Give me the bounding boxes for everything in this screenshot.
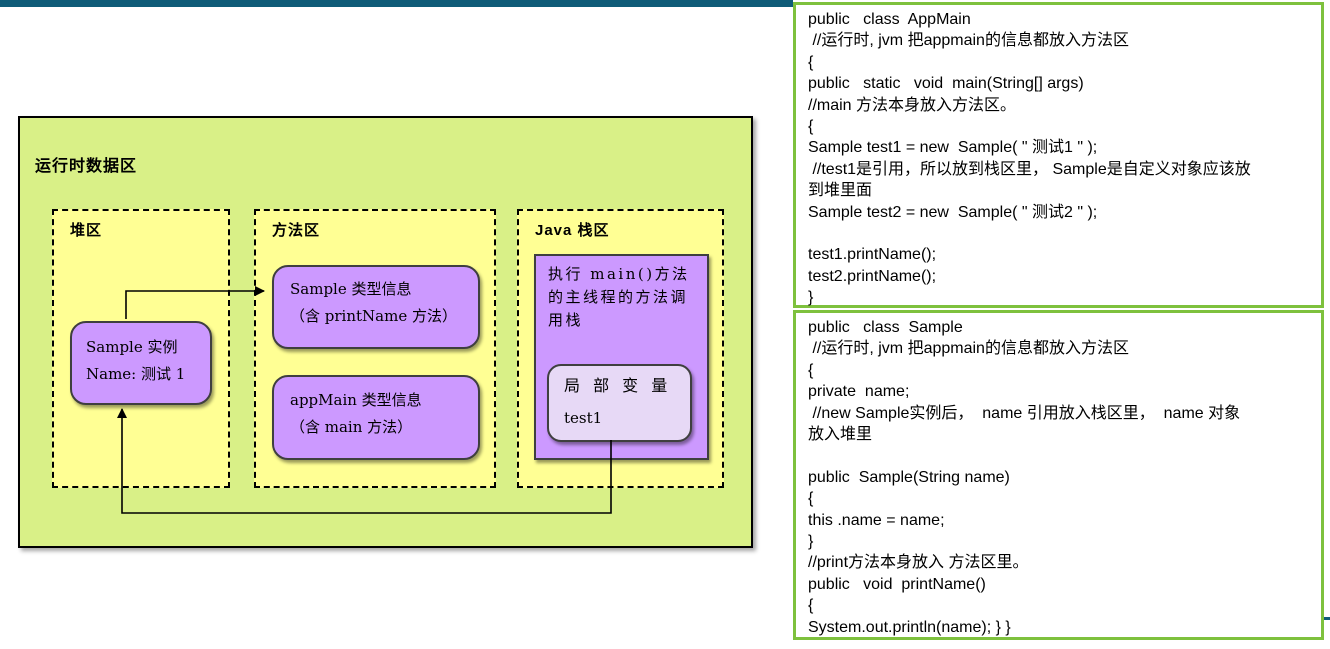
sample-instance-box: Sample 实例 Name: 测试 1 [70,321,212,405]
code-line: //运行时, jvm 把appmain的信息都放入方法区 [808,340,1129,358]
code-line: Sample test1 = new Sample( " 测试1 " ); [808,139,1098,157]
code-line: { [808,597,814,615]
code-line: public Sample(String name) [808,468,1010,486]
heap-area-label: 堆区 [70,222,103,239]
sample-type-info-box: Sample 类型信息 （含 printName 方法） [272,265,480,349]
local-variables-value: test1 [564,409,603,427]
teal-line-fragment [1324,617,1330,620]
main-thread-stack-text: 执行 main()方法的主线程的方法调用栈 [548,265,690,329]
code-line: public void printName() [808,575,986,593]
runtime-data-area-diagram: 运行时数据区 堆区 方法区 Java 栈区 Sample 实例 Name: 测试… [18,116,753,548]
code-line [808,445,1309,466]
code-line: 放入堆里 [808,426,873,444]
code-line: private name; [808,383,910,401]
code-line: //print方法本身放入 方法区里。 [808,554,1029,572]
code-line: //new Sample实例后， name 引用放入栈区里， name 对象 [808,404,1241,422]
local-variables-box: 局 部 变 量 test1 [547,364,692,442]
code-block-sample: public class Sample //运行时, jvm 把appmain的… [793,310,1324,640]
code-line [808,223,1309,244]
code-line: { [808,118,814,136]
code-line: { [808,53,814,71]
code-line: public class Sample [808,319,963,336]
code-line: Sample test2 = new Sample( " 测试2 " ); [808,203,1098,221]
code-line: test2.printName(); [808,267,937,285]
local-variables-title: 局 部 变 量 [564,376,672,395]
code-line: //main 方法本身放入方法区。 [808,96,1017,114]
code-line: } [808,533,814,551]
window-top-bar [0,0,793,7]
appmain-type-info-box: appMain 类型信息 （含 main 方法） [272,375,480,460]
code-line: public static void main(String[] args) [808,75,1084,93]
appmain-type-line1: appMain 类型信息 [290,391,422,409]
sample-type-line2: （含 printName 方法） [290,307,457,325]
code-line: public class AppMain [808,11,971,28]
code-line: } [808,289,814,307]
code-line: 到堆里面 [808,182,873,200]
appmain-type-line2: （含 main 方法） [290,418,413,436]
code-line: System.out.println(name); } } [808,618,1011,636]
code-line: { [808,361,814,379]
sample-instance-line1: Sample 实例 [86,338,178,356]
code-block-appmain: public class AppMain //运行时, jvm 把appmain… [793,2,1324,308]
code-line: //test1是引用，所以放到栈区里， Sample是自定义对象应该放 [808,160,1251,178]
code-line: this .name = name; [808,511,945,529]
code-line: //运行时, jvm 把appmain的信息都放入方法区 [808,32,1129,50]
code-line: { [808,490,814,508]
code-line: test1.printName(); [808,246,937,264]
method-area-label: 方法区 [272,222,321,239]
sample-type-line1: Sample 类型信息 [290,280,412,298]
java-stack-area-label: Java 栈区 [535,222,610,239]
diagram-title: 运行时数据区 [35,158,138,175]
sample-instance-line2: Name: 测试 1 [86,365,186,383]
